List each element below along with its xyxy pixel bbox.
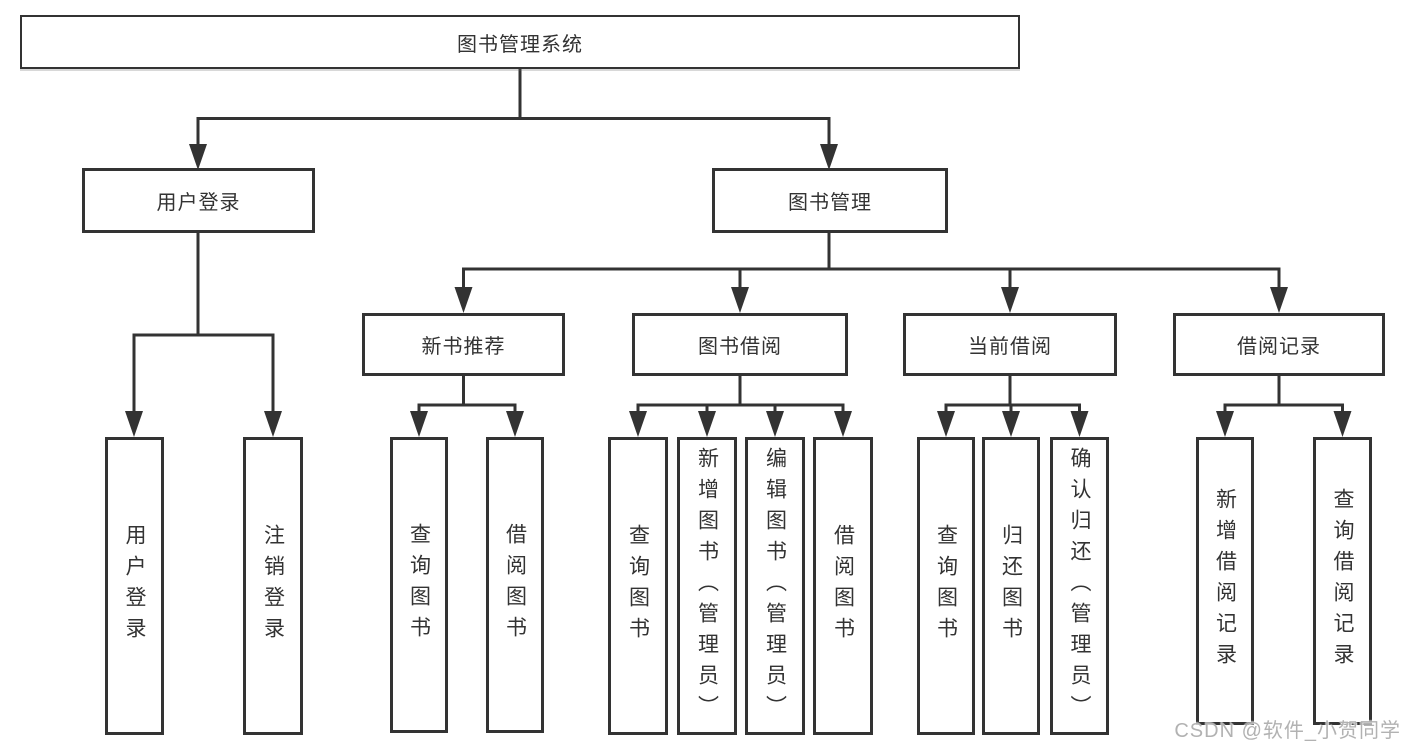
node-borrowing-records: 借阅记录 [1173, 313, 1385, 376]
leaf-label: 新增借阅记录 [1213, 488, 1237, 674]
leaf-user-login: 用户登录 [105, 437, 164, 735]
leaf-label: 用户登录 [123, 524, 146, 648]
node-book-management: 图书管理 [712, 168, 948, 233]
leaf-query-books-borrow: 查询图书 [608, 437, 668, 735]
node-label: 图书管理系统 [457, 33, 583, 56]
leaf-query-borrow-record: 查询借阅记录 [1313, 437, 1372, 725]
leaf-label: 查询图书 [934, 524, 958, 648]
leaf-edit-book-admin: 编辑图书（管理员） [745, 437, 805, 735]
node-current-borrowing: 当前借阅 [903, 313, 1117, 376]
node-library-management-system: 图书管理系统 [20, 15, 1020, 69]
leaf-label: 新增图书（管理员） [695, 446, 719, 726]
leaf-query-books-current: 查询图书 [917, 437, 975, 735]
node-user-login: 用户登录 [82, 168, 315, 233]
leaf-query-books-recommend: 查询图书 [390, 437, 448, 733]
node-label: 新书推荐 [421, 336, 506, 358]
node-label: 借阅记录 [1237, 336, 1321, 358]
leaf-label: 借阅图书 [503, 523, 527, 647]
leaf-confirm-return-admin: 确认归还（管理员） [1050, 437, 1109, 735]
leaf-add-borrow-record: 新增借阅记录 [1196, 437, 1254, 725]
leaf-return-books: 归还图书 [982, 437, 1040, 735]
leaf-label: 查询借阅记录 [1331, 488, 1354, 674]
node-label: 图书管理 [788, 192, 872, 214]
node-label: 图书借阅 [698, 336, 782, 358]
node-label: 当前借阅 [968, 336, 1052, 358]
leaf-label: 借阅图书 [831, 524, 855, 648]
node-new-book-recommendation: 新书推荐 [362, 313, 565, 376]
leaf-borrow-books: 借阅图书 [813, 437, 873, 735]
watermark: CSDN @软件_小贺同学 [1174, 720, 1401, 742]
node-book-borrowing: 图书借阅 [632, 313, 848, 376]
leaf-label: 注销登录 [261, 524, 285, 648]
leaf-label: 查询图书 [626, 524, 650, 648]
leaf-label: 查询图书 [407, 523, 431, 647]
leaf-label: 确认归还（管理员） [1068, 446, 1091, 726]
leaf-logout: 注销登录 [243, 437, 303, 735]
leaf-borrow-books-recommend: 借阅图书 [486, 437, 544, 733]
leaf-add-book-admin: 新增图书（管理员） [677, 437, 737, 735]
leaf-label: 归还图书 [999, 524, 1023, 648]
node-label: 用户登录 [156, 192, 241, 214]
leaf-label: 编辑图书（管理员） [763, 446, 787, 726]
